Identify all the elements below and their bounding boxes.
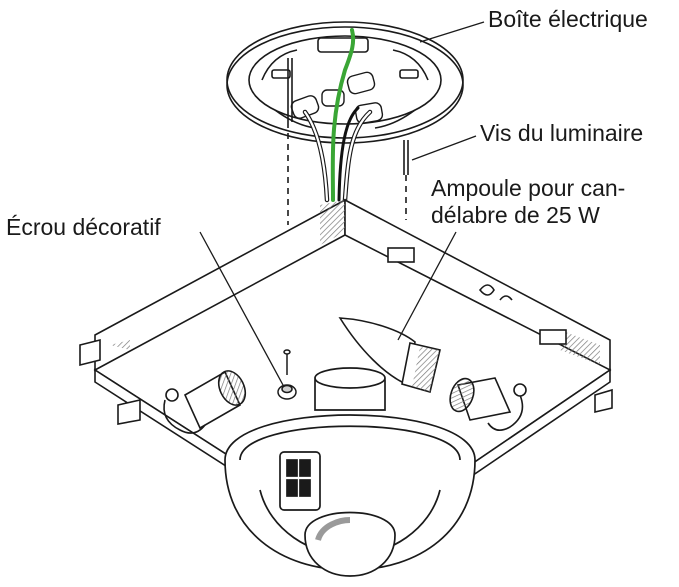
label-decorative-nut: Écrou décoratif [6,214,161,240]
leader-electrical-box [419,21,485,43]
decorative-nut [277,349,297,400]
electrical-box [226,21,464,144]
dome-shade [224,367,476,577]
socket-tube-right [449,377,527,431]
label-fixture-screws: Vis du luminaire [480,120,644,146]
leader-bulb [397,231,457,341]
leader-lines [199,21,485,386]
leader-decorative-nut [199,231,284,386]
fixture-screws [287,58,409,225]
candelabra-bulb [338,317,441,393]
label-electrical-box: Boîte électrique [488,6,648,32]
wires [302,28,373,203]
label-candelabra-bulb: Ampoule pour can- délabre de 25 W [431,175,625,229]
wire-connectors [290,71,384,124]
label-bulb-line2: délabre de 25 W [431,202,600,228]
leader-fixture-screws [411,135,477,161]
label-bulb-line1: Ampoule pour can- [431,175,626,201]
socket-tube-left [163,370,247,434]
